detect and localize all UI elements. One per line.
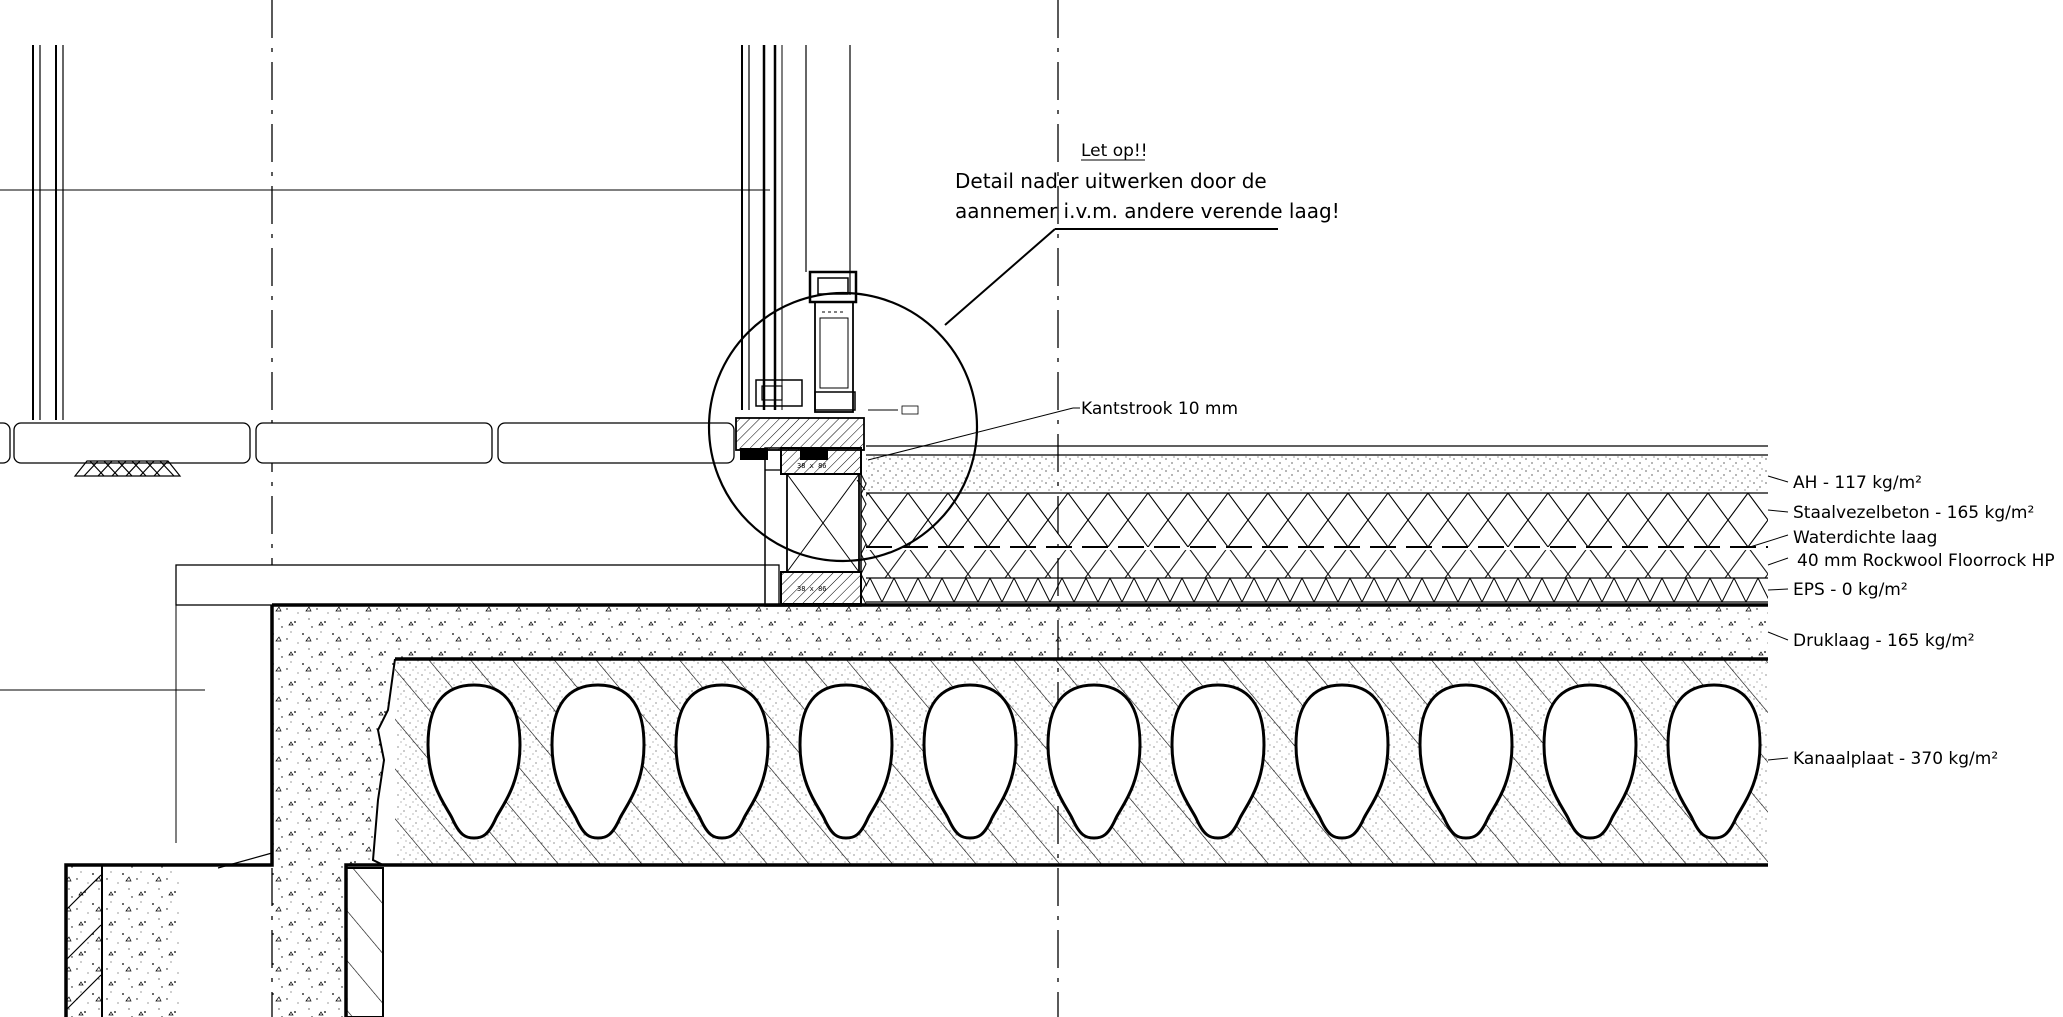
label-druklaag: Druklaag - 165 kg/m² (1793, 631, 1975, 651)
note-heading: Let op!! (1081, 141, 1148, 161)
label-leaders (1749, 475, 1789, 761)
hollow-core (798, 683, 894, 840)
label-eps: EPS - 0 kg/m² (1793, 580, 1908, 600)
hollow-core (1418, 683, 1514, 840)
hollow-core (1542, 683, 1638, 840)
detail-callout (707, 228, 1278, 563)
hollow-core (1294, 683, 1390, 840)
ah-layer (866, 455, 1768, 493)
sill-box (175, 447, 862, 607)
beam-tag-bottom: 38 x 86 (797, 585, 827, 593)
floor-layers (866, 445, 1768, 603)
label-staalvezelbeton: Staalvezelbeton - 165 kg/m² (1793, 503, 2034, 523)
ground-symbol (73, 460, 182, 477)
hollow-core (1046, 683, 1142, 840)
hollow-cores (426, 683, 1762, 840)
paving-slabs (0, 422, 735, 464)
note-line-1: Detail nader uitwerken door de (955, 169, 1267, 193)
staalvezelbeton-layer (866, 493, 1768, 547)
beam-tag-top: 38 x 86 (797, 462, 827, 470)
eps-layer (866, 578, 1768, 602)
window-frame (735, 45, 919, 460)
hollow-core (550, 683, 646, 840)
kantstrook-label: Kantstrook 10 mm (1081, 399, 1238, 419)
hollow-core (922, 683, 1018, 840)
label-rockwool: 40 mm Rockwool Floorrock HP (1797, 551, 2055, 571)
hollow-core (1170, 683, 1266, 840)
hollow-core (426, 683, 522, 840)
label-kanaalplaat: Kanaalplaat - 370 kg/m² (1793, 749, 1998, 769)
rockwool-layer (866, 550, 1768, 578)
timber-beam (780, 447, 867, 605)
note-line-2: aannemer i.v.m. andere verende laag! (955, 199, 1340, 223)
left-wall (0, 45, 770, 843)
hollow-core (674, 683, 770, 840)
label-waterdichte-laag: Waterdichte laag (1793, 528, 1937, 548)
label-ah: AH - 117 kg/m² (1793, 473, 1922, 493)
hollow-core (1666, 683, 1762, 840)
